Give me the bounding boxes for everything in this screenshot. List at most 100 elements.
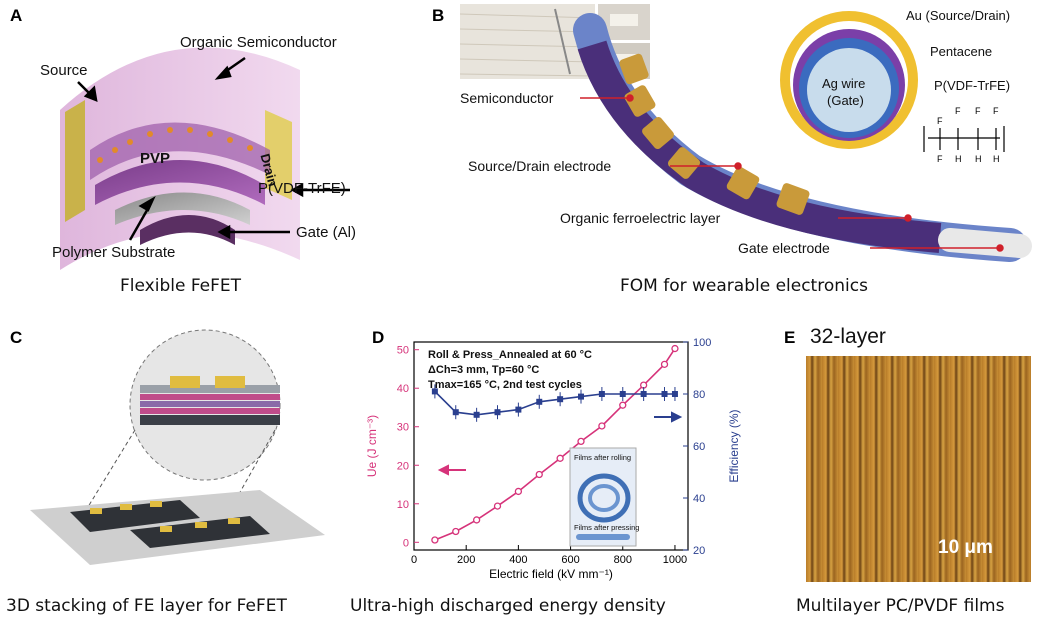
label-ferroelectric-layer: Organic ferroelectric layer — [560, 210, 721, 226]
svg-text:F: F — [975, 106, 981, 116]
label-source-drain-electrode: Source/Drain electrode — [468, 158, 612, 174]
inset-label-rolling: Films after rolling — [574, 453, 631, 462]
scale-bar-label: 10 μm — [938, 537, 993, 558]
caption-a: Flexible FeFET — [120, 276, 242, 296]
pvdf-structure — [923, 126, 1005, 152]
y-left-tick-label: 10 — [397, 499, 409, 511]
ue-point — [431, 536, 439, 544]
efficiency-point — [494, 409, 501, 416]
inset-label-pressing: Films after pressing — [574, 523, 639, 532]
ue-point — [660, 360, 669, 368]
films-inset — [569, 447, 637, 547]
label-pvp: PVP — [140, 150, 171, 167]
caption-c: 3D stacking of FE layer for FeFET — [6, 596, 287, 616]
label-pvdf: P(VDF-TrFE) — [258, 180, 346, 197]
sd-electrodes — [619, 53, 810, 215]
x-tick-label: 0 — [411, 554, 417, 566]
svg-text:F: F — [955, 106, 961, 116]
panel-a-label: A — [10, 6, 23, 25]
y-right-tick-label: 60 — [693, 441, 705, 453]
label-polymer-substrate: Polymer Substrate — [52, 244, 176, 261]
ue-point — [619, 401, 627, 409]
y-right-tick-label: 20 — [693, 545, 705, 557]
label-source: Source — [40, 62, 88, 79]
efficiency-point — [473, 411, 480, 418]
panel-a: A — [0, 0, 360, 300]
gate-wire — [938, 228, 1032, 258]
caption-b: FOM for wearable electronics — [620, 276, 868, 296]
stacking-illustration — [30, 329, 325, 565]
pvp-layer — [95, 160, 265, 205]
ue-point — [598, 422, 606, 430]
ue-point — [671, 344, 679, 353]
svg-text:H: H — [975, 154, 982, 164]
pvdf-layer — [90, 122, 270, 180]
ue-point — [514, 487, 523, 496]
efficiency-point — [578, 393, 585, 400]
y-left-tick-label: 30 — [397, 422, 409, 434]
y-left-tick-label: 40 — [397, 383, 409, 395]
svg-text:F: F — [937, 116, 943, 126]
ue-point — [577, 437, 585, 446]
y-left-tick-label: 50 — [397, 345, 409, 357]
y-right-tick-label: 40 — [693, 493, 705, 505]
efficiency-point — [536, 398, 543, 405]
svg-text:F: F — [993, 106, 999, 116]
label-gate-al: Gate (Al) — [296, 224, 357, 241]
ferro-layer — [577, 40, 942, 253]
annotation-line3: Tmax=165 °C, 2nd test cycles — [428, 379, 582, 391]
au-ring — [780, 11, 918, 149]
fefet-illustration — [60, 47, 350, 270]
efficiency-point — [431, 388, 438, 395]
label-gate-electrode: Gate electrode — [738, 240, 830, 256]
x-tick-label: 400 — [509, 554, 527, 566]
panel-e-title: 32-layer — [810, 325, 886, 348]
efficiency-point — [671, 391, 678, 397]
svg-text:H: H — [993, 154, 1000, 164]
y-axis-left-label: Ue (J cm⁻³) — [365, 415, 379, 477]
x-tick-label: 800 — [614, 554, 632, 566]
efficiency-point — [557, 396, 564, 403]
ue-point — [493, 502, 502, 510]
label-semiconductor: Semiconductor — [460, 90, 554, 106]
annotation-line2: ΔCh=3 mm, Tp=60 °C — [428, 364, 539, 376]
substrate-core — [140, 215, 235, 245]
svg-text:F: F — [937, 154, 943, 164]
label-pvdf-trfe: P(VDF-TrFE) — [934, 78, 1011, 93]
x-axis-label: Electric field (kV mm⁻¹) — [489, 567, 613, 581]
label-pentacene: Pentacene — [930, 44, 993, 59]
svg-text:H: H — [955, 154, 962, 164]
afm-image — [806, 356, 1031, 582]
x-tick-label: 600 — [561, 554, 579, 566]
magnified-stack — [140, 376, 280, 425]
ue-point — [452, 527, 460, 536]
fiber-illustration: F F F H F F H H — [573, 11, 1032, 262]
efficiency-point — [640, 391, 647, 397]
panel-b-label: B — [432, 6, 445, 25]
y-axis-right-label: Efficiency (%) — [727, 409, 741, 482]
y-left-tick-label: 20 — [397, 460, 409, 472]
label-organic-semiconductor: Organic Semiconductor — [180, 34, 337, 51]
panel-e: E 32-layer 10 μm Multilayer PC/PVDF film… — [770, 320, 1053, 634]
y-right-tick-label: 80 — [693, 389, 705, 401]
drain-plate — [265, 110, 292, 200]
label-au-source-drain: Au (Source/Drain) — [906, 8, 1011, 23]
efficiency-axis-arrow — [654, 411, 683, 423]
panel-d-label: D — [372, 328, 385, 347]
ue-axis-arrow — [437, 464, 466, 476]
caption-e: Multilayer PC/PVDF films — [796, 596, 1005, 616]
y-left-tick-label: 0 — [403, 537, 409, 549]
efficiency-point — [452, 409, 459, 416]
ue-point — [472, 516, 481, 524]
panel-c: C 3D stacking of FE layer for FeFET — [0, 320, 340, 634]
ue-point — [556, 454, 564, 462]
caption-d: Ultra-high discharged energy density — [350, 596, 666, 616]
x-tick-label: 1000 — [663, 554, 687, 566]
plot-frame — [413, 341, 689, 551]
label-ag-wire: Ag wire — [822, 76, 866, 91]
efficiency-point — [619, 391, 626, 397]
source-plate — [65, 100, 85, 222]
ue-point — [535, 470, 543, 479]
